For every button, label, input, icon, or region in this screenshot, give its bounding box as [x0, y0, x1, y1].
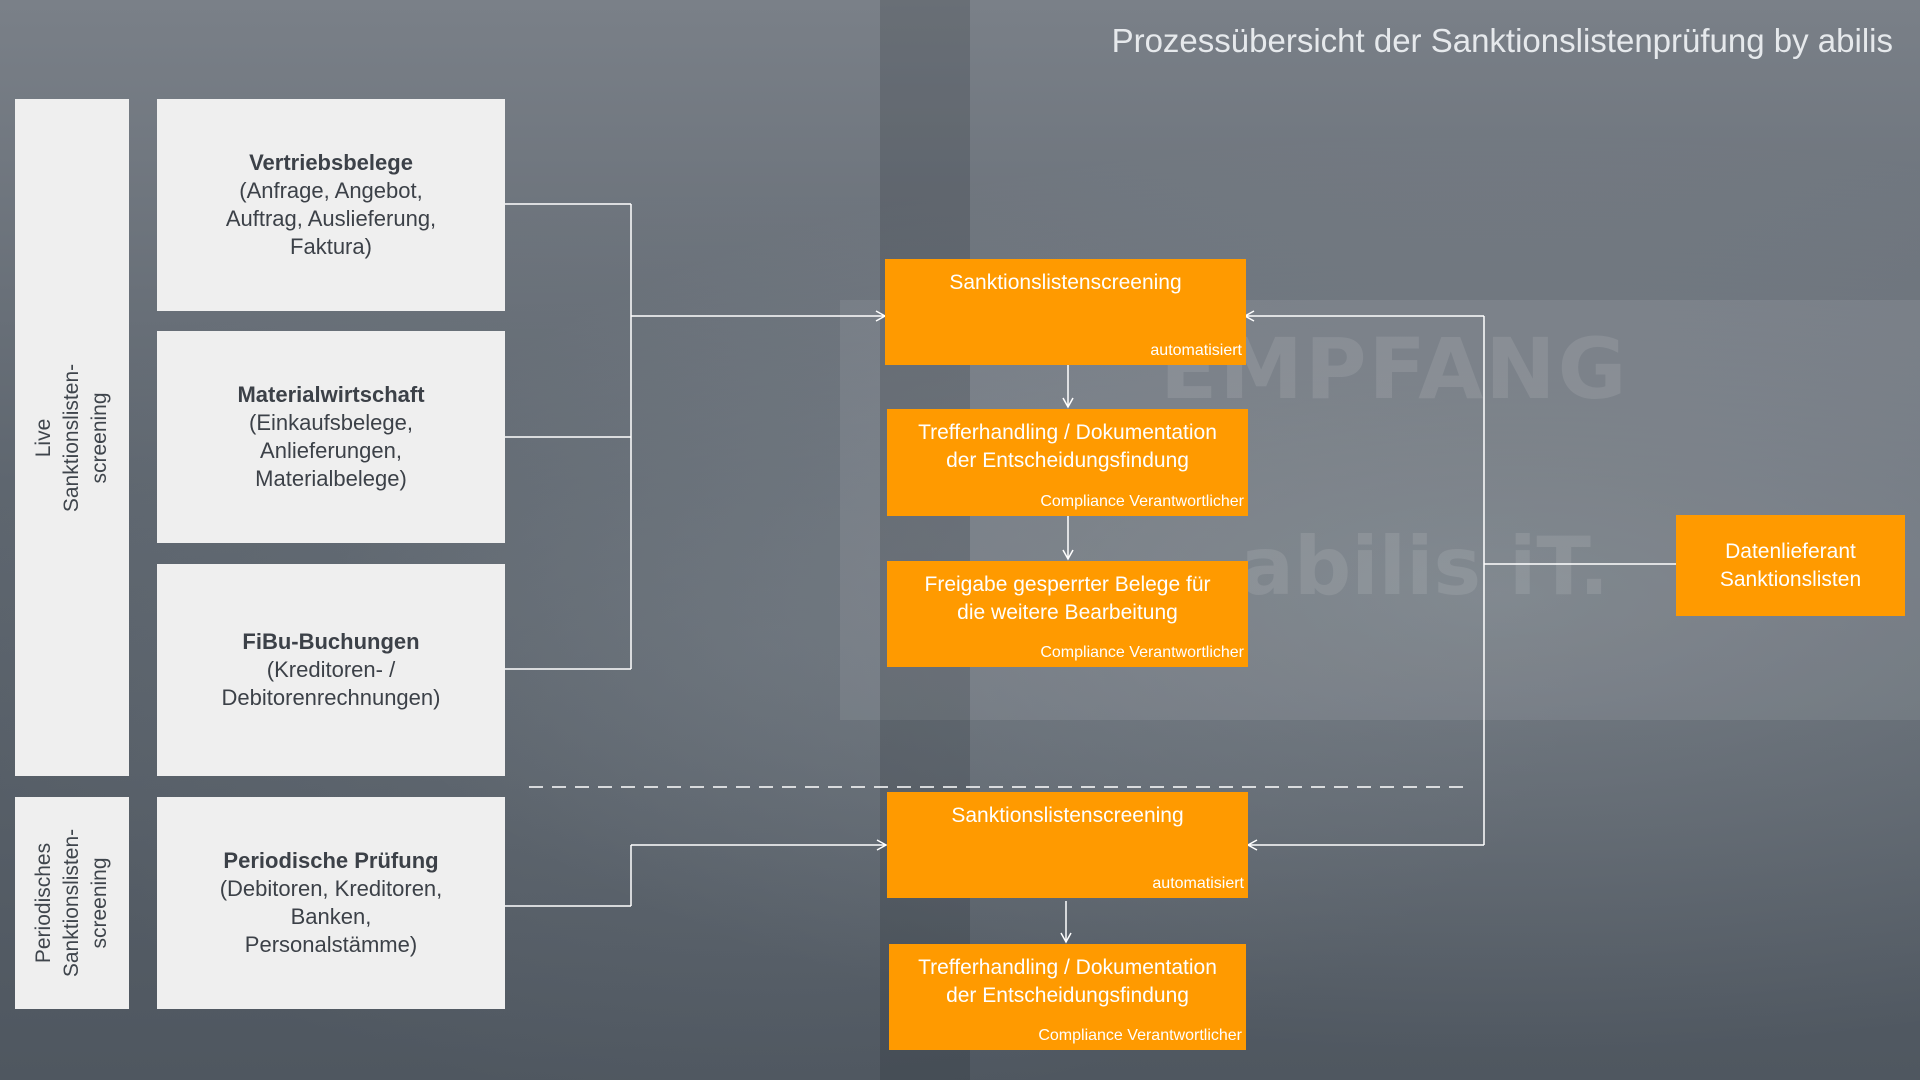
live-hit-handling-step: Trefferhandling / Dokumentation der Ents… — [887, 409, 1248, 516]
background-pillar — [880, 0, 970, 1080]
source-title: Periodische Prüfung — [223, 848, 439, 873]
source-detail: (Einkaufsbelege, Anlieferungen, Material… — [249, 410, 413, 491]
source-title: FiBu-Buchungen — [242, 629, 420, 654]
source-title: Materialwirtschaft — [237, 382, 425, 407]
live-screening-step: Sanktionslistenscreening automatisiert — [885, 259, 1246, 365]
source-box-periodic-check: Periodische Prüfung (Debitoren, Kreditor… — [157, 797, 505, 1009]
step-responsible: automatisiert — [1150, 342, 1242, 359]
source-box-fibu-postings: FiBu-Buchungen (Kreditoren- / Debitorenr… — [157, 564, 505, 776]
periodic-screening-step: Sanktionslistenscreening automatisiert — [887, 792, 1248, 898]
source-title: Vertriebsbelege — [249, 150, 413, 175]
source-box-materials-management: Materialwirtschaft (Einkaufsbelege, Anli… — [157, 331, 505, 543]
background-sign-abilis: abilis iT. — [1240, 520, 1610, 613]
source-detail: (Kreditoren- / Debitorenrechnungen) — [221, 657, 441, 710]
source-box-sales-documents: Vertriebsbelege (Anfrage, Angebot, Auftr… — [157, 99, 505, 311]
data-supplier-label: Datenlieferant Sanktionslisten — [1719, 539, 1862, 591]
periodic-screening-label-box: Periodisches Sanktionslisten- screening — [15, 797, 129, 1009]
step-responsible: automatisiert — [1152, 875, 1244, 892]
source-detail: (Debitoren, Kreditoren, Banken, Personal… — [219, 876, 443, 957]
release-blocked-documents-step: Freigabe gesperrter Belege für die weite… — [887, 561, 1248, 667]
step-title: Freigabe gesperrter Belege für die weite… — [924, 573, 1211, 624]
step-title: Trefferhandling / Dokumentation der Ents… — [918, 421, 1217, 472]
periodic-hit-handling-step: Trefferhandling / Dokumentation der Ents… — [889, 944, 1246, 1050]
step-responsible: Compliance Verantwortlicher — [1038, 1027, 1242, 1044]
data-supplier-box: Datenlieferant Sanktionslisten — [1676, 515, 1905, 616]
step-title: Sanktionslistenscreening — [949, 271, 1182, 294]
step-title: Trefferhandling / Dokumentation der Ents… — [918, 956, 1217, 1007]
source-detail: (Anfrage, Angebot, Auftrag, Auslieferung… — [225, 178, 437, 259]
step-responsible: Compliance Verantwortlicher — [1040, 644, 1244, 661]
step-title: Sanktionslistenscreening — [951, 804, 1184, 827]
page-title: Prozessübersicht der Sanktionslistenprüf… — [1111, 22, 1893, 59]
step-responsible: Compliance Verantwortlicher — [1040, 493, 1244, 510]
live-screening-label-box: Live Sanktionslisten- screening — [15, 99, 129, 776]
